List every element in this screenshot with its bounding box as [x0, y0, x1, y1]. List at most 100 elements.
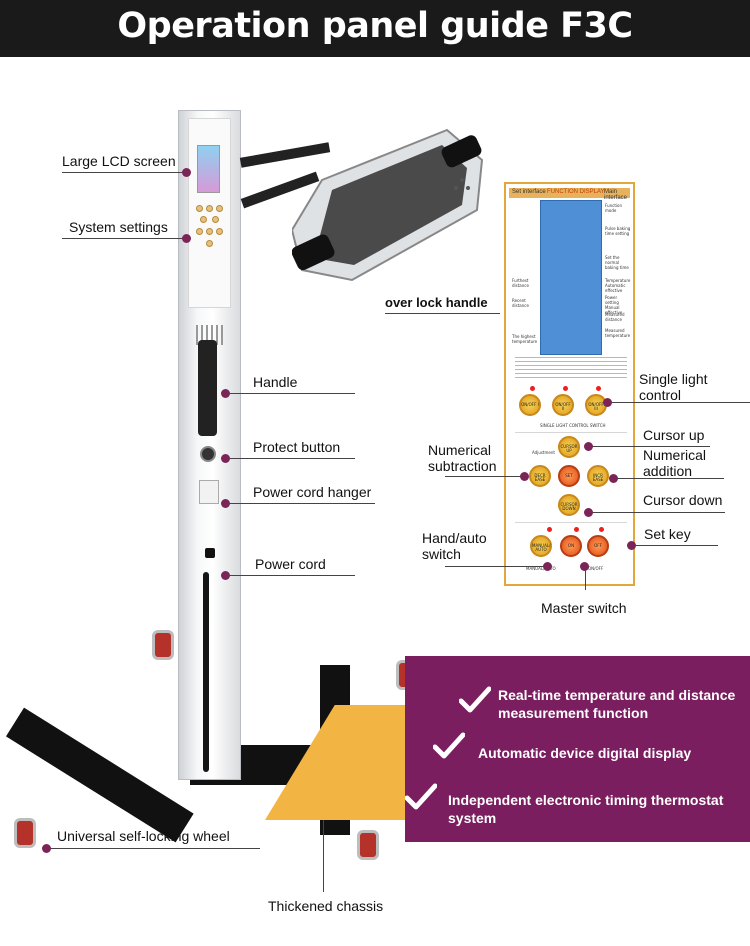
panel-right-label: Measured distance — [605, 312, 625, 322]
leader-line — [590, 512, 725, 513]
leader-line — [230, 503, 375, 504]
leader-line — [230, 575, 355, 576]
single-light-caption: SINGLE LIGHT CONTROL SWITCH — [540, 423, 606, 428]
checkmark-icon — [433, 732, 465, 759]
panel-header-center: FUNCTION DISPLAY — [547, 189, 605, 195]
button-label: OFF — [594, 543, 602, 548]
key-icon — [206, 240, 213, 247]
cursor-up-button[interactable]: CURSOR UP — [558, 436, 580, 458]
callout-dot — [543, 562, 552, 571]
label-universal-wheel: Universal self-locking wheel — [57, 828, 230, 844]
key-icon — [212, 216, 219, 223]
leader-line — [62, 172, 187, 173]
page-title: Operation panel guide F3C — [117, 6, 633, 46]
leader-line — [50, 848, 260, 849]
wheel-icon — [357, 830, 379, 860]
callout-dot — [609, 474, 618, 483]
callout-dot — [182, 168, 191, 177]
checkmark-icon — [405, 783, 437, 810]
button-label: CURSOR DOWN — [560, 502, 578, 511]
manual-auto-button[interactable]: MANUAL/ AUTO — [530, 535, 552, 557]
leader-line — [62, 238, 187, 239]
callout-dot — [627, 541, 636, 550]
callout-dot — [584, 442, 593, 451]
panel-header-right: Main interface — [604, 189, 628, 201]
button-label: MANUAL/ AUTO — [532, 543, 551, 552]
label-numerical-addition: Numerical addition — [643, 447, 707, 479]
panel-header: Set interface FUNCTION DISPLAY Main inte… — [509, 188, 630, 201]
leader-line — [590, 446, 710, 447]
callout-dot — [603, 398, 612, 407]
button-label: INCR EASE — [592, 473, 604, 482]
single-light-button-1[interactable]: ON/OFF I — [519, 394, 541, 416]
callout-dot — [221, 389, 230, 398]
indicator-led — [547, 527, 552, 532]
label-numerical-subtraction: Numerical subtraction — [428, 442, 497, 474]
indicator-led — [596, 386, 601, 391]
button-label: ON/OFF II — [555, 402, 571, 411]
panel-left-label: The highest temperature — [512, 334, 538, 344]
panel-right-label: Power setting Manual effective — [605, 295, 623, 315]
label-cursor-up: Cursor up — [643, 427, 705, 443]
panel-right-label: Pulse baking time setting — [605, 226, 631, 236]
feature-1: Real-time temperature and distance measu… — [498, 687, 736, 721]
panel-divider — [515, 522, 627, 523]
panel-right-label: Measured temperature — [605, 328, 631, 338]
single-light-button-2[interactable]: ON/OFF II — [552, 394, 574, 416]
button-label: ON/OFF III — [588, 402, 604, 411]
lcd-screen — [197, 145, 220, 193]
leader-line — [605, 402, 750, 403]
callout-dot — [584, 508, 593, 517]
leader-line — [445, 566, 545, 567]
title-bar — [0, 0, 750, 57]
button-label: SET — [565, 473, 573, 478]
leader-line — [230, 458, 355, 459]
indicator-led — [563, 386, 568, 391]
key-icon — [196, 205, 203, 212]
wheel-icon — [14, 818, 36, 848]
panel-display — [540, 200, 602, 355]
plug-icon — [205, 548, 215, 558]
panel-divider — [515, 432, 627, 433]
set-button[interactable]: SET — [558, 465, 580, 487]
label-protect-button: Protect button — [253, 439, 341, 455]
wheel-icon — [152, 630, 174, 660]
leader-line — [585, 566, 586, 590]
leader-line — [323, 772, 324, 892]
key-icon — [206, 205, 213, 212]
panel-right-label: Set the normal baking time — [605, 255, 629, 270]
stand-handle — [198, 340, 217, 436]
label-hand-auto: Hand/auto switch — [422, 530, 487, 562]
callout-dot — [580, 562, 589, 571]
button-label: DECR EASE — [534, 473, 546, 482]
lamp-head-icon — [292, 128, 484, 282]
indicator-led — [574, 527, 579, 532]
label-power-cord: Power cord — [255, 556, 326, 572]
key-icon — [196, 228, 203, 235]
leader-line — [230, 393, 355, 394]
label-handle: Handle — [253, 374, 298, 390]
cursor-down-button[interactable]: CURSOR DOWN — [558, 494, 580, 516]
callout-dot — [221, 454, 230, 463]
adjustment-caption: Adjustment — [532, 450, 555, 455]
decrease-button[interactable]: DECR EASE — [529, 465, 551, 487]
leader-line — [445, 476, 523, 477]
master-on-button[interactable]: ON — [560, 535, 582, 557]
label-large-lcd: Large LCD screen — [62, 153, 176, 169]
single-light-button-3[interactable]: ON/OFF III — [585, 394, 607, 416]
master-off-button[interactable]: OFF — [587, 535, 609, 557]
key-icon — [206, 228, 213, 235]
label-set-key: Set key — [644, 526, 691, 542]
checkmark-icon — [459, 686, 491, 713]
feature-2: Automatic device digital display — [478, 745, 692, 761]
leader-line — [630, 545, 718, 546]
panel-header-left: Set interface — [512, 189, 546, 195]
label-cursor-down: Cursor down — [643, 492, 723, 508]
features-banner — [405, 656, 750, 842]
key-icon — [200, 216, 207, 223]
increase-button[interactable]: INCR EASE — [587, 465, 609, 487]
indicator-led — [599, 527, 604, 532]
panel-left-label: Furthest distance — [512, 278, 529, 288]
label-system-settings: System settings — [69, 219, 168, 235]
button-label: CURSOR UP — [560, 444, 578, 453]
